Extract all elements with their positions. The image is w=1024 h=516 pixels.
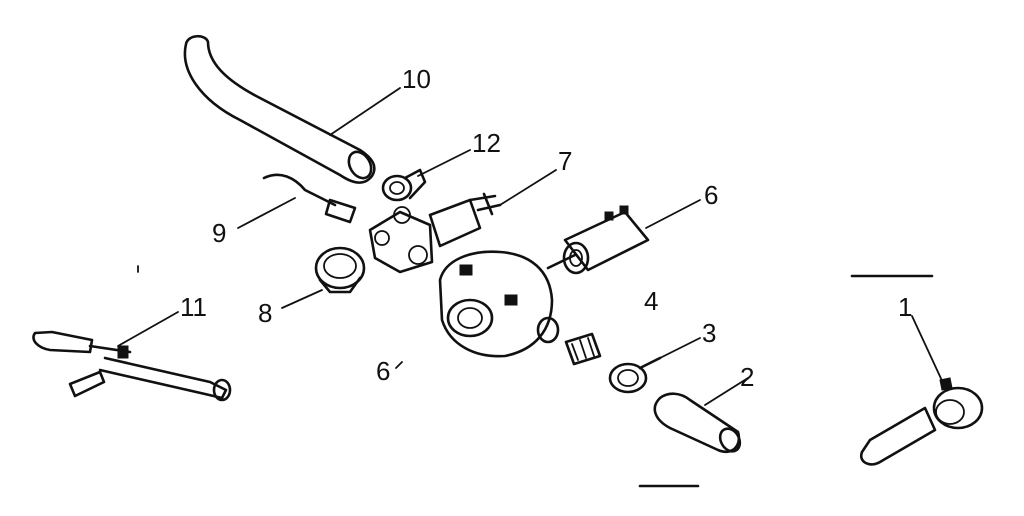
- connector-part-4: [564, 332, 602, 366]
- label-part-4: 4: [644, 286, 658, 316]
- label-part-3: 3: [702, 318, 716, 348]
- leader-line-1: [911, 315, 945, 386]
- label-part-6-lower: 6: [376, 356, 390, 386]
- leader-line-2: [704, 377, 749, 406]
- label-part-6-upper: 6: [704, 180, 718, 210]
- label-part-1: 1: [898, 292, 912, 322]
- leader-line-9: [237, 197, 296, 229]
- leader-line-12: [417, 149, 471, 177]
- clamp-part-3: [608, 356, 662, 394]
- hose-part-10: [183, 34, 376, 184]
- wand-part-11: [32, 330, 232, 402]
- label-part-10: 10: [402, 64, 431, 94]
- leader-line-6-lower: [395, 361, 403, 369]
- leader-line-3: [659, 337, 701, 359]
- gauge-part-8: [314, 246, 366, 294]
- label-part-7: 7: [558, 146, 572, 176]
- fitting-part-1: [859, 377, 984, 466]
- label-part-11: 11: [180, 292, 207, 322]
- leader-line-10: [329, 87, 401, 136]
- pump-body: [438, 250, 560, 358]
- motor-part-6-upper: [546, 205, 650, 275]
- label-part-12: 12: [472, 128, 501, 158]
- label-part-8: 8: [258, 298, 272, 328]
- label-part-2: 2: [740, 362, 754, 392]
- fitting-part-12: [381, 168, 427, 202]
- hose-part-9: [262, 173, 357, 224]
- leader-line-8: [281, 289, 323, 309]
- valve-part-7: [428, 192, 502, 248]
- leader-line-7: [499, 169, 557, 206]
- hose-part-2: [653, 392, 742, 453]
- leader-line-6-upper: [645, 199, 701, 229]
- tee-fitting: [368, 206, 434, 274]
- leader-line-11: [117, 311, 179, 347]
- label-part-9: 9: [212, 218, 226, 248]
